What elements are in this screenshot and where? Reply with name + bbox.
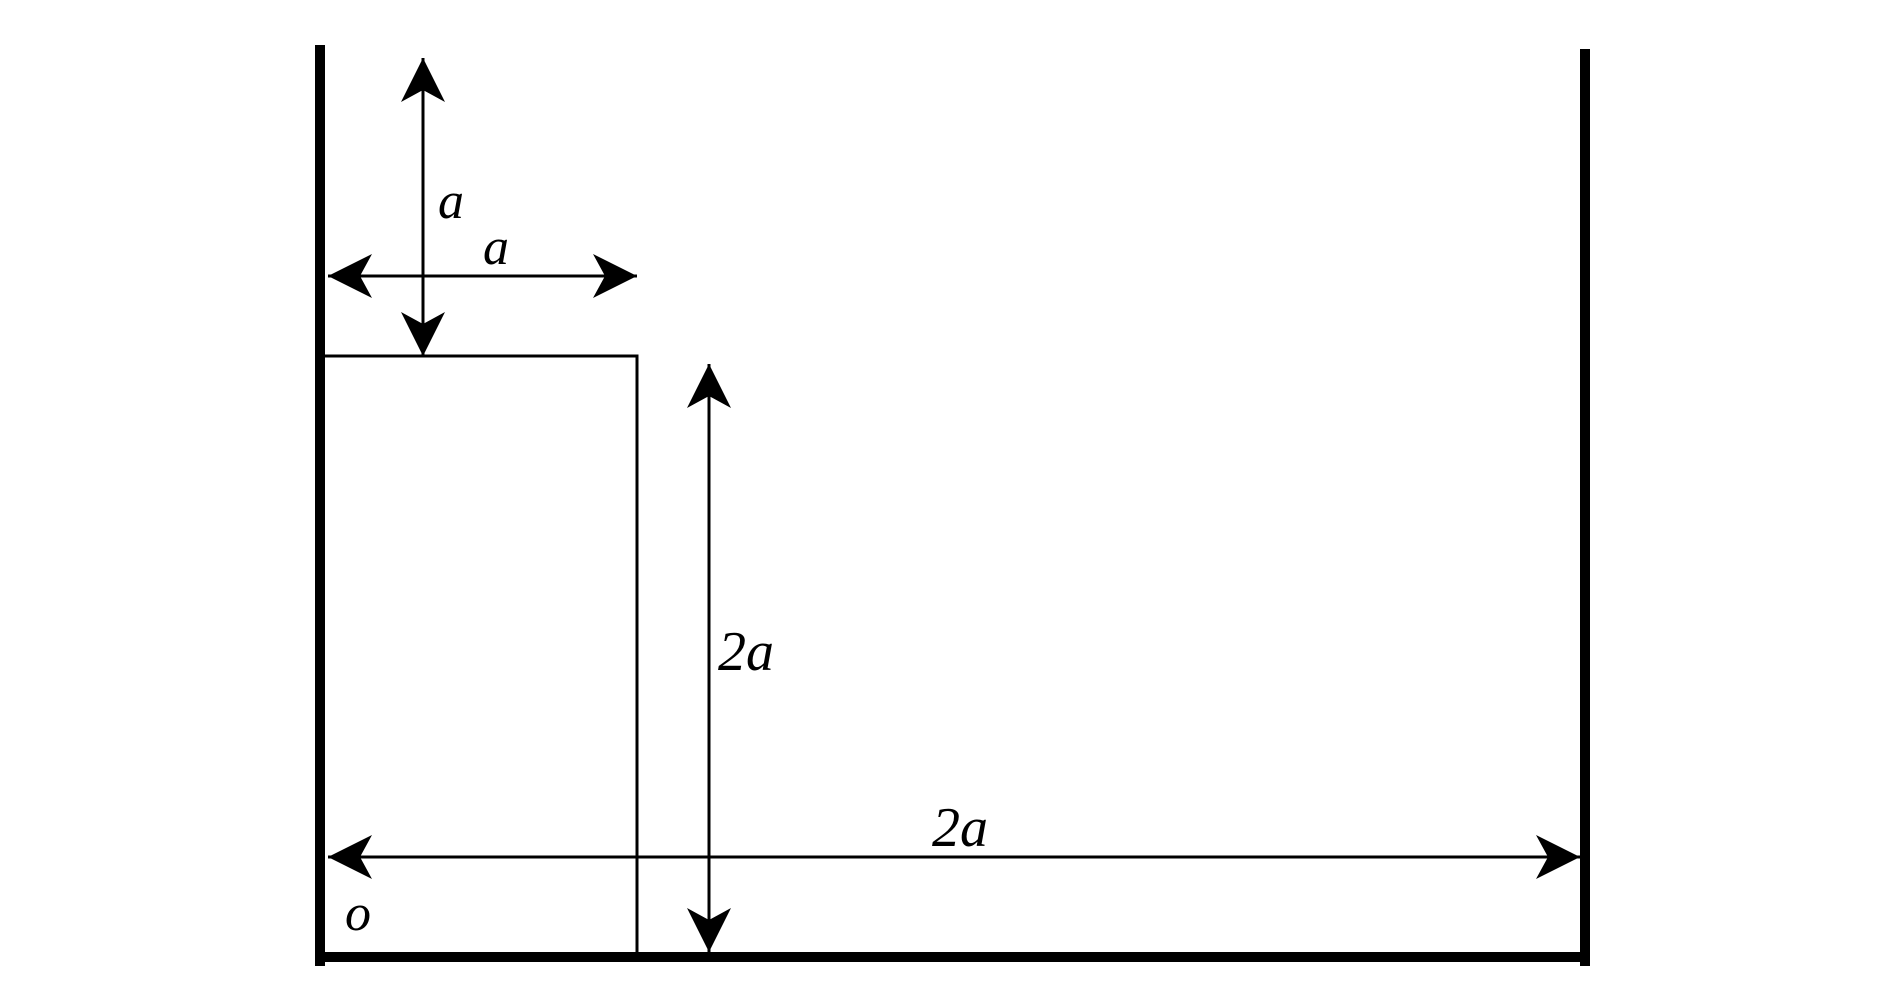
top-horizontal-label: a (483, 219, 509, 276)
origin-label: o (345, 885, 371, 942)
block-height-label: 2a (718, 621, 774, 683)
block-outline (325, 354, 639, 952)
top-vertical-label: a (438, 173, 464, 230)
base-width-label: 2a (932, 797, 988, 859)
